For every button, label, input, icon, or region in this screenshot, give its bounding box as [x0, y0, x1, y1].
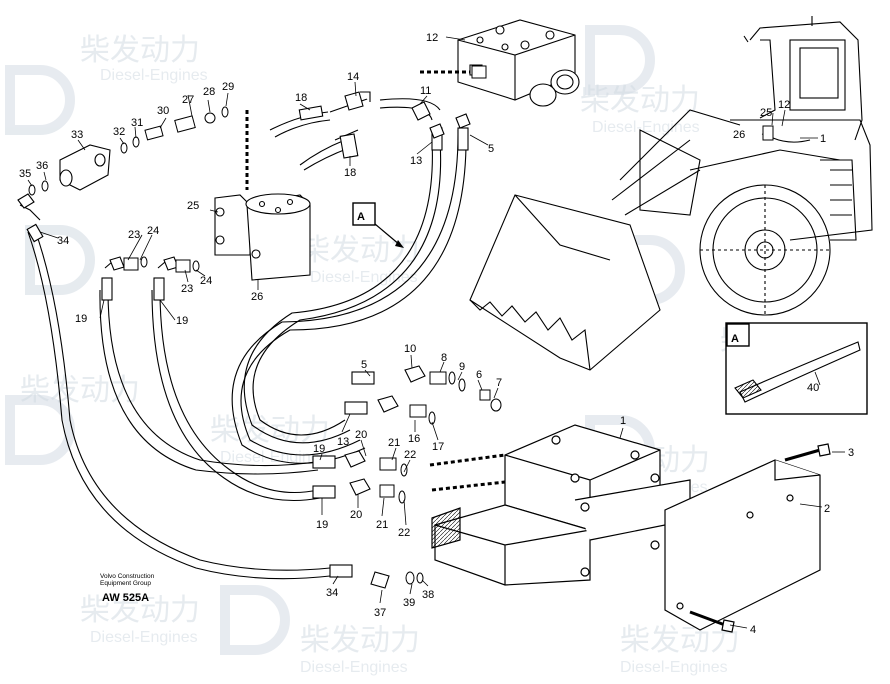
callout-33: 33 [71, 129, 83, 141]
callout-8: 8 [441, 352, 447, 364]
callout-2: 2 [824, 503, 830, 515]
callout-13b: 13 [337, 436, 349, 448]
callout-28: 28 [203, 86, 215, 98]
callout-leaders [27, 36, 845, 629]
callout-18: 18 [295, 92, 307, 104]
wheel-loader-illustration [469, 16, 873, 371]
watermark-brand-3: 柴发动力 [20, 373, 140, 408]
credit-line-2: Equipment Group [100, 580, 151, 587]
callout-9: 9 [459, 361, 465, 373]
callout-4: 4 [750, 624, 756, 636]
callout-11: 11 [420, 85, 431, 97]
drawing-code: AW 525A [102, 592, 150, 604]
watermark-logo-icon [5, 25, 685, 655]
watermark-sub-2: Diesel-Engines [310, 269, 418, 286]
callout-21: 21 [388, 437, 400, 449]
callout-14: 14 [347, 71, 359, 83]
callout-38: 38 [422, 589, 434, 601]
detail-loader-hose [762, 125, 811, 143]
watermark-brand-2: 柴发动力 [300, 233, 420, 268]
callout-22: 22 [404, 449, 416, 461]
callout-34b: 34 [326, 587, 338, 599]
callout-24b: 24 [200, 275, 212, 287]
watermark-sub-9: Diesel-Engines [300, 659, 408, 676]
callout-7: 7 [496, 377, 502, 389]
watermark-sub-1: Diesel-Engines [100, 67, 208, 84]
callout-23: 23 [128, 229, 140, 241]
watermark-brand-8: 柴发动力 [80, 593, 200, 628]
callout-19d: 19 [316, 519, 328, 531]
quick-coupling [59, 144, 111, 191]
elbows-adapters [17, 91, 471, 589]
callout-37: 37 [374, 607, 386, 619]
callout-22b: 22 [398, 527, 410, 539]
callout-18b: 18 [344, 167, 356, 179]
callout-40: 40 [807, 382, 819, 394]
callout-3: 3 [848, 447, 854, 459]
cable-tie-head [734, 379, 762, 399]
watermark-brand-5: 柴发动力 [580, 83, 700, 118]
manufacturer-credit: Volvo Construction Equipment Group [100, 573, 154, 587]
callout-30: 30 [157, 105, 169, 117]
view-a-pointer-letter: A [357, 211, 365, 223]
callout-16: 16 [408, 433, 420, 445]
watermark-sub-5: Diesel-Engines [592, 119, 700, 136]
callout-35: 35 [19, 168, 31, 180]
dashed-leaders [245, 70, 506, 492]
callout-20: 20 [355, 429, 367, 441]
callout-13: 13 [410, 155, 422, 167]
callout-36: 36 [36, 160, 48, 172]
callout-1b: 1 [820, 133, 826, 145]
callout-6: 6 [476, 369, 482, 381]
callout-19: 19 [75, 313, 87, 325]
callout-32: 32 [113, 126, 125, 138]
watermark-brand-1: 柴发动力 [80, 33, 200, 68]
watermark-brand-10: 柴发动力 [620, 623, 740, 658]
callout-26b: 26 [733, 129, 745, 141]
callout-24: 24 [147, 225, 159, 237]
callout-39: 39 [403, 597, 415, 609]
callout-31: 31 [131, 117, 143, 129]
callout-29: 29 [222, 81, 234, 93]
callout-labels: 12 14 18 18 11 13 5 25 26 23 24 23 24 27… [19, 32, 854, 636]
callout-19c: 19 [313, 443, 325, 455]
detail-view-a-letter: A [731, 333, 739, 345]
callout-21b: 21 [376, 519, 388, 531]
view-a-pointer: A [352, 202, 404, 248]
watermark-sub-10: Diesel-Engines [620, 659, 728, 676]
hydraulic-hoses [19, 97, 467, 580]
callout-26: 26 [251, 291, 263, 303]
callout-1: 1 [620, 415, 626, 427]
callout-20b: 20 [350, 509, 362, 521]
hose-fittings [26, 105, 469, 578]
detail-view-a: A [725, 322, 868, 415]
callout-25b: 25 [760, 107, 772, 119]
callout-23b: 23 [181, 283, 193, 295]
callout-34: 34 [57, 235, 69, 247]
callout-17: 17 [432, 441, 444, 453]
pilot-control-unit [214, 193, 311, 281]
watermark-brand-9: 柴发动力 [300, 623, 420, 658]
watermark-sub-4: Diesel-Engines [220, 449, 328, 466]
callout-12: 12 [426, 32, 438, 44]
callout-5b: 5 [361, 359, 367, 371]
callout-27: 27 [182, 94, 194, 106]
callout-10: 10 [404, 343, 416, 355]
watermark: 柴发动力 Diesel-Engines 柴发动力 Diesel-Engines … [5, 25, 840, 676]
cable-tie-strap [739, 341, 861, 403]
callout-5: 5 [488, 143, 494, 155]
control-valve-assembly [431, 424, 831, 633]
callout-25: 25 [187, 200, 199, 212]
pilot-valve-block [457, 19, 580, 107]
watermark-sub-8: Diesel-Engines [90, 629, 198, 646]
detail-view-a-tag [726, 323, 750, 347]
washers-plugs [28, 65, 502, 585]
credit-line-1: Volvo Construction [100, 573, 155, 580]
callout-19b: 19 [176, 315, 188, 327]
callout-12b: 12 [778, 99, 790, 111]
